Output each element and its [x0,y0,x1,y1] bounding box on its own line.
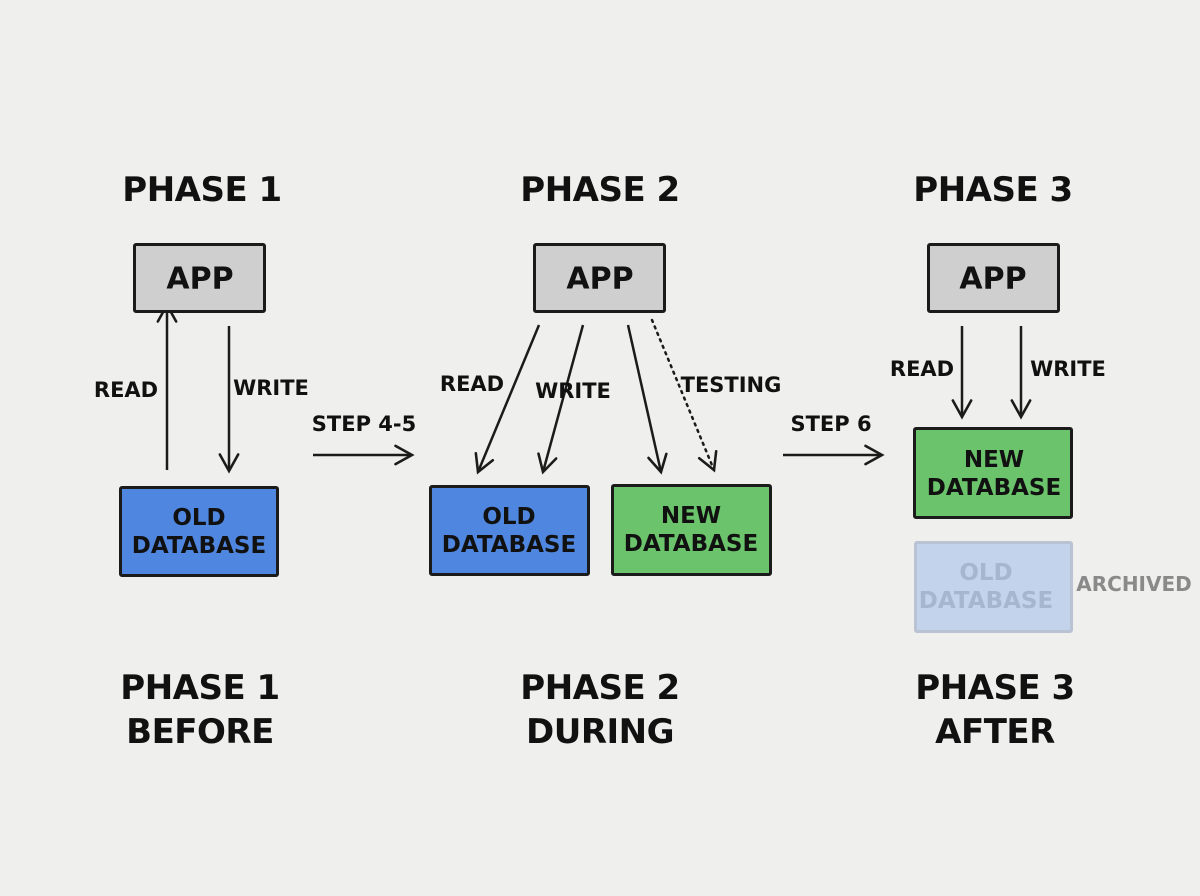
phase3-new-database [913,427,1073,519]
phase2-old-database-label: OLD DATABASE [441,504,577,558]
phase2-testing-arrow [650,318,718,473]
phase2-caption: PHASE 2 DURING [520,668,680,752]
phase2-read-arrow [474,324,541,475]
phase2-app-label: APP [566,261,634,297]
phase2-heading: PHASE 2 [520,170,680,210]
step-6-label: STEP 6 [790,412,872,436]
phase2-testing-label: TESTING [680,373,782,397]
phase1-read-label: READ [93,378,159,402]
phase1-heading: PHASE 1 [122,170,282,210]
phase2-new-database [611,484,772,576]
phase2-new-db-arrow [626,324,668,475]
phase3-archived-old-database [914,541,1073,633]
phase2-write-label: WRITE [535,379,611,403]
phase3-app-label: APP [959,261,1027,297]
phase1-caption: PHASE 1 BEFORE [120,668,280,752]
phase1-old-database-label: OLD DATABASE [131,505,267,559]
phase3-app-box [927,243,1060,313]
phase1-write-label: WRITE [233,376,309,400]
phase2-app-box [533,243,666,313]
phase3-read-label: READ [889,357,955,381]
phase1-app-box [133,243,266,313]
phase3-archived-label: ARCHIVED [1076,572,1192,596]
phase3-heading: PHASE 3 [913,170,1073,210]
phase3-write-label: WRITE [1030,357,1106,381]
phase1-app-label: APP [166,261,234,297]
phase2-new-database-label: NEW DATABASE [623,503,759,557]
phase2-write-arrow [537,324,585,475]
phase1-old-database [119,486,279,577]
phase3-archived-old-database-label: OLD DATABASE [918,560,1054,614]
phase3-caption: PHASE 3 AFTER [915,668,1075,752]
phase3-new-database-label: NEW DATABASE [926,447,1062,501]
step-4-5-label: STEP 4-5 [311,412,417,436]
phase2-old-database [429,485,590,576]
phase2-read-label: READ [439,372,505,396]
